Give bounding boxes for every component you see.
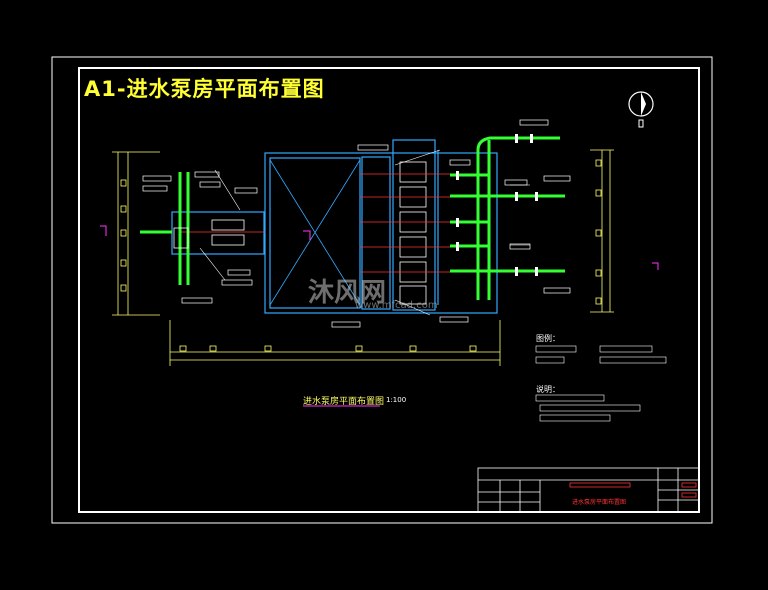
pump-house-walls [171,139,498,314]
drawing-title: A1-进水泵房平面布置图 [84,77,325,101]
right-dimensions [590,149,614,313]
north-arrow-icon [628,91,654,128]
annotation-leaders [199,149,530,316]
plan-scale: 1:100 [386,396,407,404]
watermark-brand: 沐风网 [308,278,387,308]
legend-heading: 图例： [536,334,560,343]
notes-heading: 说明： [536,385,560,394]
watermark-url: www.mfcad.com [355,300,438,311]
bottom-dimensions [169,320,501,366]
pipelines [140,136,565,300]
section-markers [100,225,659,407]
legend-items [535,345,667,364]
annotation-labels [142,119,571,328]
pipe-flanges [456,134,538,276]
plan-subtitle: 进水泵房平面布置图 [303,397,385,407]
section-lines [180,173,475,273]
pump-cells [399,161,427,305]
title-block [477,467,700,513]
inner-frame [78,67,700,513]
notes-lines [535,394,641,422]
screen-equipment [173,219,245,249]
left-dimensions [112,151,160,316]
outer-frame [51,56,713,524]
titleblock-drawing-name: 进水泵房平面布置图 [572,499,627,506]
wall-diagonals [269,159,361,306]
